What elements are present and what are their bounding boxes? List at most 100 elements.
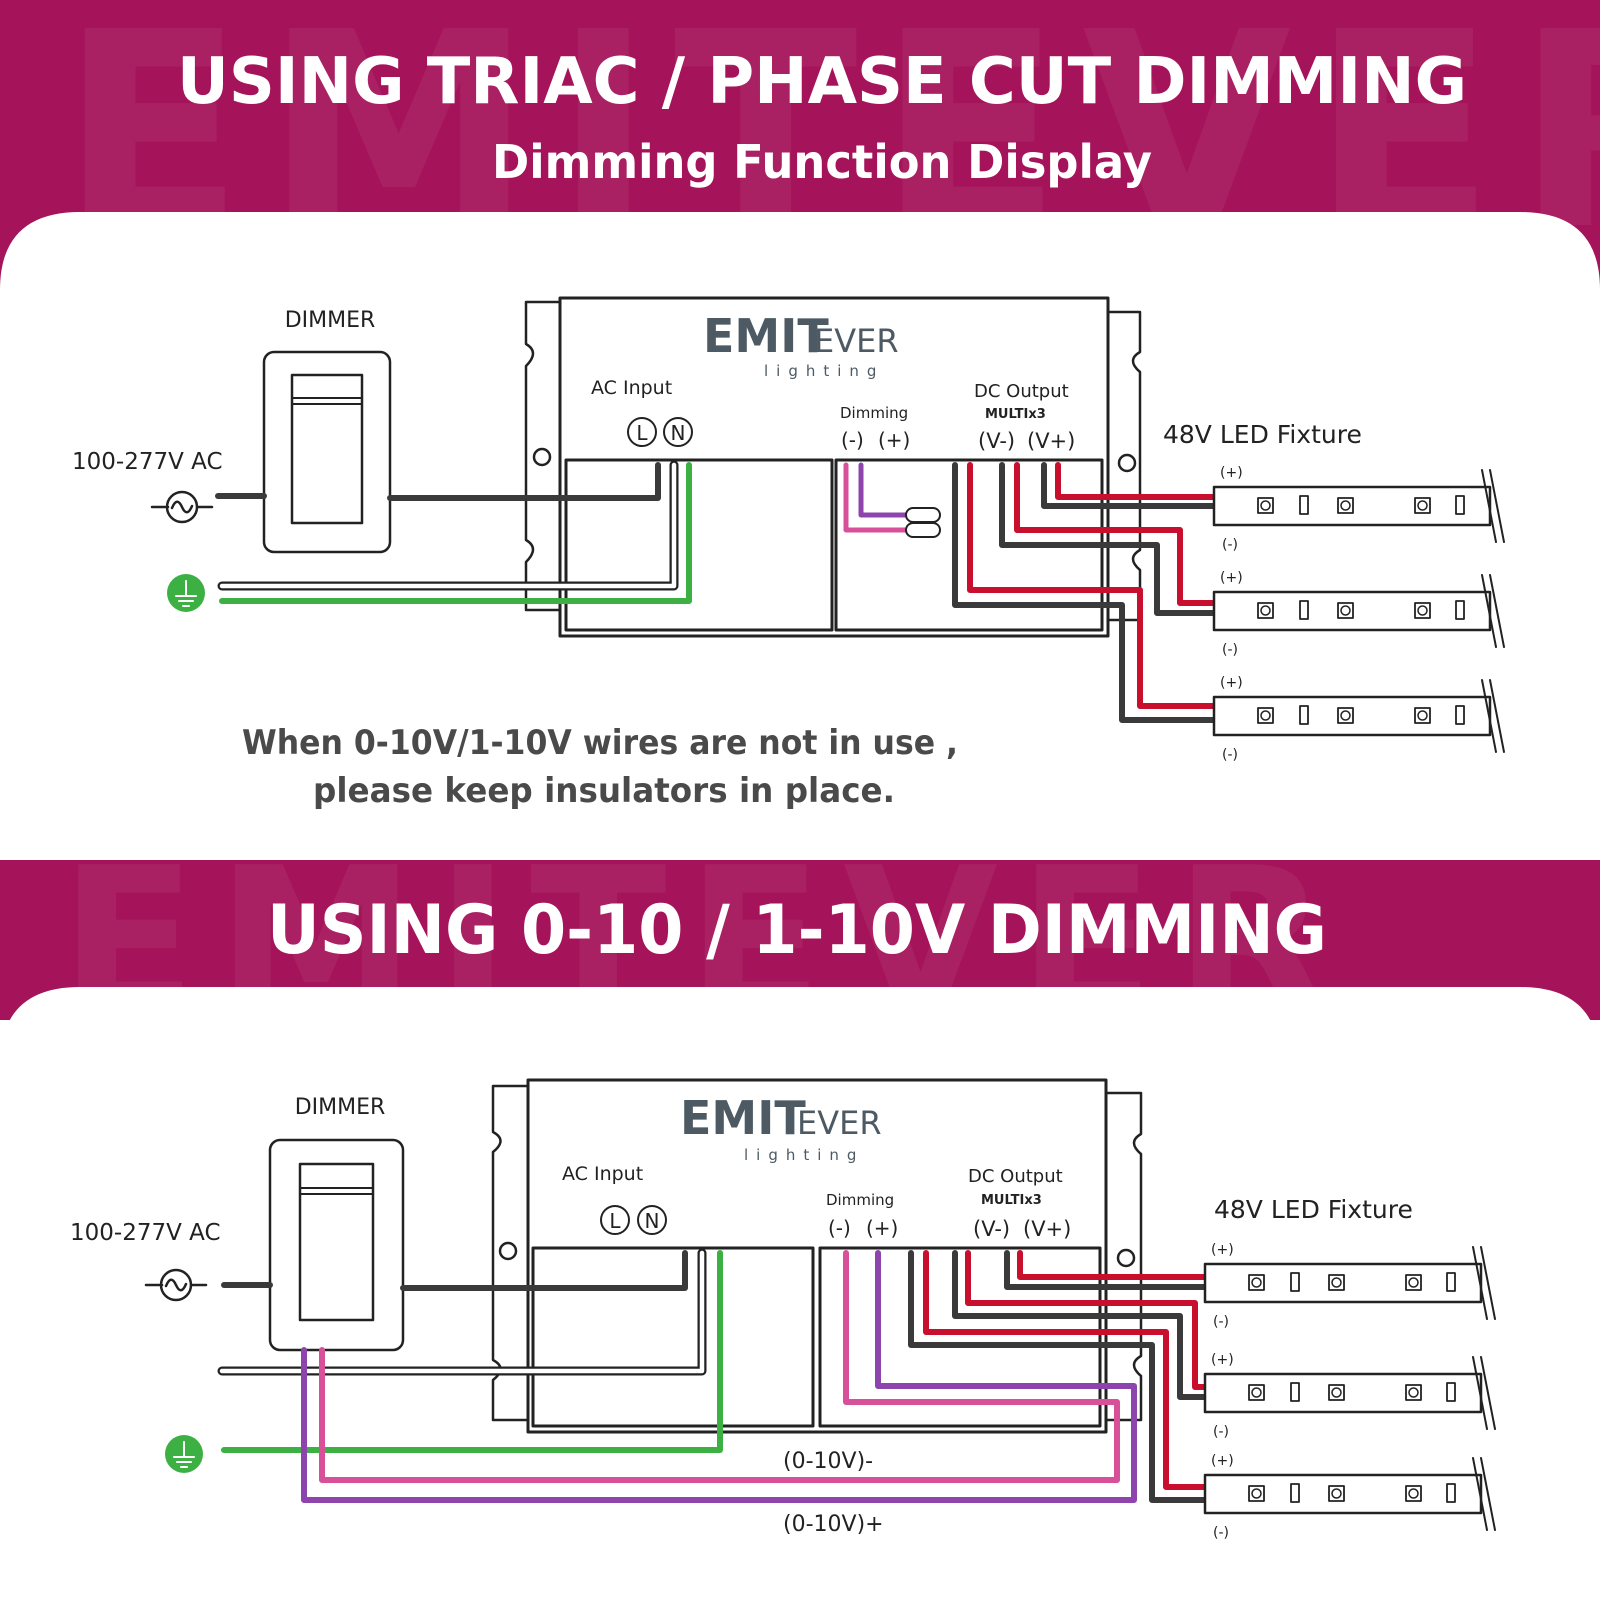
- fixture-label: 48V LED Fixture: [1214, 1195, 1413, 1224]
- dimming-neg-label: (-): [828, 1216, 851, 1240]
- dc-output-3-neg-wire: [952, 462, 1225, 723]
- dc-neg-label: (V-): [973, 1217, 1010, 1241]
- ac-terminal-n: N: [663, 417, 693, 447]
- dc-output-2-pos-wire: [1014, 462, 1225, 606]
- control-wire-neg-label: (0-10V)-: [783, 1449, 873, 1474]
- led-chip-icon: [1405, 1485, 1422, 1502]
- strip-cut-mark: [1481, 574, 1505, 648]
- strip-cut-mark: [1481, 679, 1505, 753]
- neutral-wire-core: [219, 462, 677, 589]
- led-strip-1-body: [1203, 1262, 1483, 1304]
- multi-output-label: MULTIx3: [985, 407, 1046, 422]
- dimming-pos-lead: [843, 462, 911, 533]
- ac-input-label: AC Input: [591, 377, 672, 399]
- led-chip-icon: [1328, 1384, 1345, 1401]
- dc-output-1-pos-wire: [1055, 462, 1225, 500]
- dc-pos-label: (V+): [1027, 429, 1075, 453]
- driver-mounting-bracket-left: [491, 1084, 530, 1422]
- led-chip-icon: [1328, 1274, 1345, 1291]
- led-chip-icon: [1337, 497, 1354, 514]
- resistor-icon: [1446, 1483, 1456, 1503]
- led-chip-icon: [1331, 1488, 1342, 1499]
- insulator-note-line-1: When 0-10V/1-10V wires are not in use ,: [242, 723, 958, 763]
- strip-neg-label: (-): [1222, 537, 1238, 553]
- brand-logo-subtitle: lighting: [764, 362, 884, 380]
- ground-icon: [167, 574, 205, 612]
- ac-terminal-compartment: [564, 458, 834, 632]
- top-banner-subtitle: Dimming Function Display: [492, 135, 1152, 189]
- wire-nut-insulator-icon: [905, 522, 941, 538]
- led-chip-icon: [1260, 500, 1271, 511]
- led-chip-icon: [1331, 1277, 1342, 1288]
- brand-logo-main: EMIT: [680, 1091, 806, 1145]
- led-strip-1: (+) (-): [1212, 465, 1505, 553]
- dc-output-label: DC Output: [968, 1166, 1063, 1187]
- multi-output-label: MULTIx3: [981, 1193, 1042, 1208]
- dc-output-1-neg-wire: [1004, 1250, 1215, 1290]
- dimming-label: Dimming: [840, 404, 908, 422]
- brand-logo-suffix: EVER: [797, 1104, 882, 1142]
- driver-mounting-bracket-right: [1104, 1091, 1143, 1422]
- ground-wire: [221, 1250, 723, 1453]
- strip-neg-label: (-): [1222, 747, 1238, 763]
- led-strip-2: (+) (-): [1212, 570, 1505, 658]
- dc-output-2-neg-wire: [952, 1250, 1215, 1400]
- led-strip-2: (+) (-): [1203, 1352, 1496, 1440]
- dimming-neg-label: (-): [841, 428, 864, 452]
- resistor-icon: [1299, 600, 1309, 620]
- voltage-label: 100-277V AC: [72, 449, 223, 475]
- strip-pos-label: (+): [1220, 570, 1243, 586]
- resistor-icon: [1455, 600, 1465, 620]
- driver-screw-hole-left: [532, 447, 552, 467]
- led-chip-icon: [1414, 707, 1431, 724]
- led-strip-1-body: [1212, 485, 1492, 527]
- strip-cut-mark: [1472, 1246, 1496, 1320]
- led-strip-3: (+) (-): [1212, 675, 1505, 763]
- led-chip-icon: [1414, 497, 1431, 514]
- dimmer-label: DIMMER: [295, 1095, 386, 1120]
- dc-output-1-neg-wire: [1041, 462, 1225, 509]
- led-chip-icon: [1257, 707, 1274, 724]
- strip-pos-label: (+): [1220, 465, 1243, 481]
- led-chip-icon: [1405, 1384, 1422, 1401]
- dimming-neg-wire: [319, 1250, 1120, 1483]
- led-chip-icon: [1408, 1488, 1419, 1499]
- strip-neg-label: (-): [1222, 642, 1238, 658]
- strip-cut-mark: [1472, 1457, 1496, 1531]
- resistor-icon: [1455, 495, 1465, 515]
- led-chip-icon: [1328, 1485, 1345, 1502]
- ac-source-icon: [150, 490, 214, 524]
- resistor-icon: [1290, 1272, 1300, 1292]
- led-chip-icon: [1251, 1277, 1262, 1288]
- led-chip-icon: [1337, 707, 1354, 724]
- ac-source-icon: [144, 1268, 208, 1302]
- dimmer-switch-icon: [268, 1138, 405, 1352]
- ac-terminal-l: L: [627, 417, 657, 447]
- dc-output-3-pos-wire: [967, 462, 1225, 709]
- insulator-note-line-2: please keep insulators in place.: [313, 771, 895, 811]
- dimming-pos-label: (+): [878, 428, 910, 452]
- led-chip-icon: [1337, 602, 1354, 619]
- dc-pos-label: (V+): [1023, 1217, 1071, 1241]
- led-chip-icon: [1340, 605, 1351, 616]
- strip-neg-label: (-): [1213, 1525, 1229, 1541]
- strip-pos-label: (+): [1211, 1242, 1234, 1258]
- driver-mounting-bracket-right: [1106, 310, 1142, 622]
- dc-neg-label: (V-): [978, 429, 1015, 453]
- led-chip-icon: [1417, 605, 1428, 616]
- bottom-banner-title: USING 0-10 / 1-10V DIMMING: [267, 891, 1327, 970]
- ac-terminal-l-text: L: [636, 421, 648, 445]
- strip-cut-mark: [1481, 469, 1505, 543]
- brand-logo-suffix: EVER: [814, 322, 899, 360]
- control-wire-pos-label: (0-10V)+: [783, 1512, 884, 1537]
- driver-screw-hole-right: [1117, 453, 1137, 473]
- dimmer-to-line-terminal-wire: [400, 1250, 688, 1291]
- resistor-icon: [1299, 705, 1309, 725]
- led-chip-icon: [1248, 1274, 1265, 1291]
- dimming-pos-label: (+): [866, 1216, 898, 1240]
- led-chip-icon: [1260, 605, 1271, 616]
- strip-cut-mark: [1472, 1356, 1496, 1430]
- ac-terminal-n-text: N: [671, 421, 686, 445]
- brand-logo-main: EMIT: [703, 309, 829, 363]
- dc-output-2-pos-wire: [965, 1250, 1215, 1390]
